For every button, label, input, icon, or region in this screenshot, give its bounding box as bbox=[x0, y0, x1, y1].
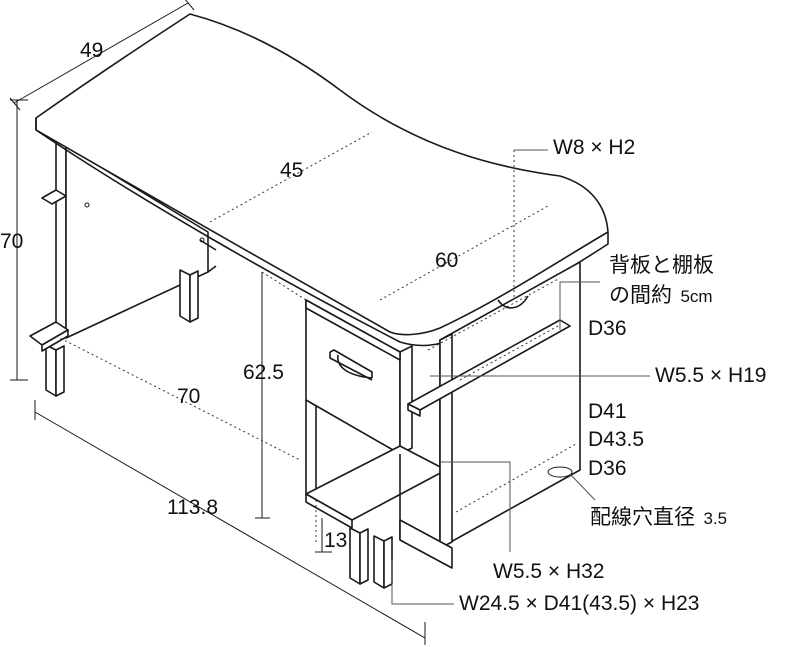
dim-inner-width: 60 bbox=[435, 249, 459, 272]
callout-cable-hole: 配線穴直径 3.5 bbox=[590, 507, 727, 528]
dim-height: 70 bbox=[0, 230, 24, 253]
guide-dashes bbox=[55, 150, 515, 545]
dim-shelf-height: 13 bbox=[324, 529, 348, 552]
callout-opening-upper: W5.5 × H19 bbox=[655, 364, 767, 387]
callout-depth-lower: D36 bbox=[588, 457, 627, 480]
dim-top-depth: 49 bbox=[80, 39, 104, 62]
dim-leg-width: 70 bbox=[177, 385, 201, 408]
dim-drawer-depth: 45 bbox=[280, 159, 304, 182]
left-leg-assembly bbox=[29, 139, 217, 397]
callout-notch: W8 × H2 bbox=[553, 136, 636, 159]
dim-knee-height: 62.5 bbox=[243, 361, 284, 384]
callout-leaders bbox=[391, 149, 650, 605]
callout-depth-mid2: D43.5 bbox=[588, 428, 645, 451]
callout-cable-hole-value: 3.5 bbox=[703, 509, 728, 528]
desk-top bbox=[35, 13, 609, 347]
callout-opening-lower: W5.5 × H32 bbox=[493, 560, 605, 583]
callout-gap-value: 5cm bbox=[680, 287, 713, 306]
callout-gap-line2: の間約 5cm bbox=[609, 285, 713, 306]
callout-cable-hole-text: 配線穴直径 bbox=[590, 505, 695, 529]
callout-cabinet: W24.5 × D41(43.5) × H23 bbox=[459, 592, 700, 615]
callout-depth-upper: D36 bbox=[588, 317, 627, 340]
dim-total-width: 113.8 bbox=[167, 496, 218, 519]
right-cabinet bbox=[305, 261, 581, 589]
callout-gap-line1: 背板と棚板 bbox=[609, 253, 714, 277]
callout-gap-text: の間約 bbox=[609, 283, 672, 307]
outer-dimension-lines bbox=[9, 0, 426, 645]
callout-depth-mid1: D41 bbox=[588, 400, 627, 423]
